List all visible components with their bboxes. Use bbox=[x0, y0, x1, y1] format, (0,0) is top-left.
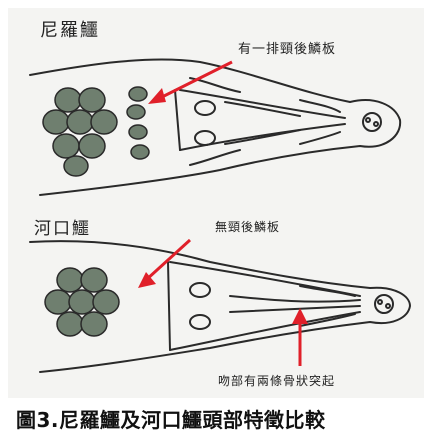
annotation-post-occipital: 有一排頸後鱗板 bbox=[238, 38, 336, 57]
figure-caption: 圖3.尼羅鱷及河口鱷頭部特徵比較 bbox=[16, 404, 326, 433]
crocodile-heads-drawing bbox=[0, 0, 434, 400]
annotation-no-post-occipital: 無頸後鱗板 bbox=[215, 218, 280, 235]
post-occipital-scales bbox=[127, 87, 149, 159]
arrow-top bbox=[156, 62, 232, 100]
annotation-snout-ridges: 吻部有兩條骨狀突起 bbox=[218, 372, 335, 389]
nuchal-scales-cluster-top bbox=[43, 88, 117, 176]
species-label-nile: 尼羅鱷 bbox=[40, 16, 100, 42]
nuchal-scales-cluster-bottom bbox=[45, 268, 119, 336]
species-label-saltwater: 河口鱷 bbox=[34, 214, 91, 239]
